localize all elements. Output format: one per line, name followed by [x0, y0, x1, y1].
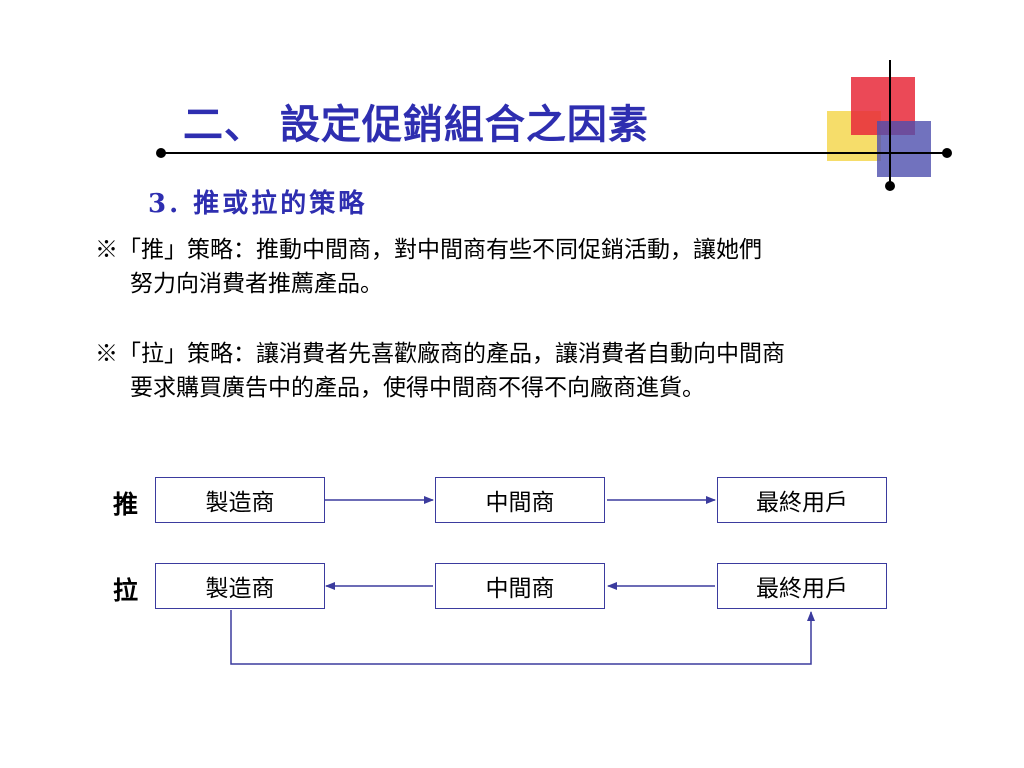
decorative-dot — [942, 148, 952, 158]
push-row-label: 推 — [113, 490, 139, 519]
push-box-end-user: 最終用戶 — [717, 477, 887, 523]
decorative-dot — [885, 181, 895, 191]
decorative-blue-square — [877, 121, 931, 177]
push-box-intermediary: 中間商 — [435, 477, 605, 523]
pull-strategy-paragraph: ※「拉」策略：讓消費者先喜歡廠商的產品，讓消費者自動向中間商 要求購買廣告中的產… — [95, 337, 785, 405]
pull-row-label: 拉 — [113, 576, 139, 605]
push-box-manufacturer: 製造商 — [155, 477, 325, 523]
push-strategy-paragraph: ※「推」策略：推動中間商，對中間商有些不同促銷活動，讓她們 努力向消費者推薦產品… — [95, 233, 762, 301]
slide-subtitle: 3. 推或拉的策略 — [148, 189, 368, 219]
push-strategy-line-1: ※「推」策略：推動中間商，對中間商有些不同促銷活動，讓她們 — [95, 237, 762, 263]
push-strategy-line-2: 努力向消費者推薦產品。 — [130, 271, 383, 297]
decorative-vertical-rule — [889, 60, 891, 186]
pull-box-intermediary: 中間商 — [435, 563, 605, 609]
decorative-dot — [156, 148, 166, 158]
pull-box-manufacturer: 製造商 — [155, 563, 325, 609]
title-underline-rule — [160, 152, 948, 154]
slide-title: 二、 設定促銷組合之因素 — [183, 102, 649, 148]
pull-loop-manufacturer-to-enduser — [230, 610, 815, 665]
pull-box-end-user: 最終用戶 — [717, 563, 887, 609]
pull-strategy-line-1: ※「拉」策略：讓消費者先喜歡廠商的產品，讓消費者自動向中間商 — [95, 341, 785, 367]
pull-strategy-line-2: 要求購買廣告中的產品，使得中間商不得不向廠商進貨。 — [130, 375, 705, 401]
